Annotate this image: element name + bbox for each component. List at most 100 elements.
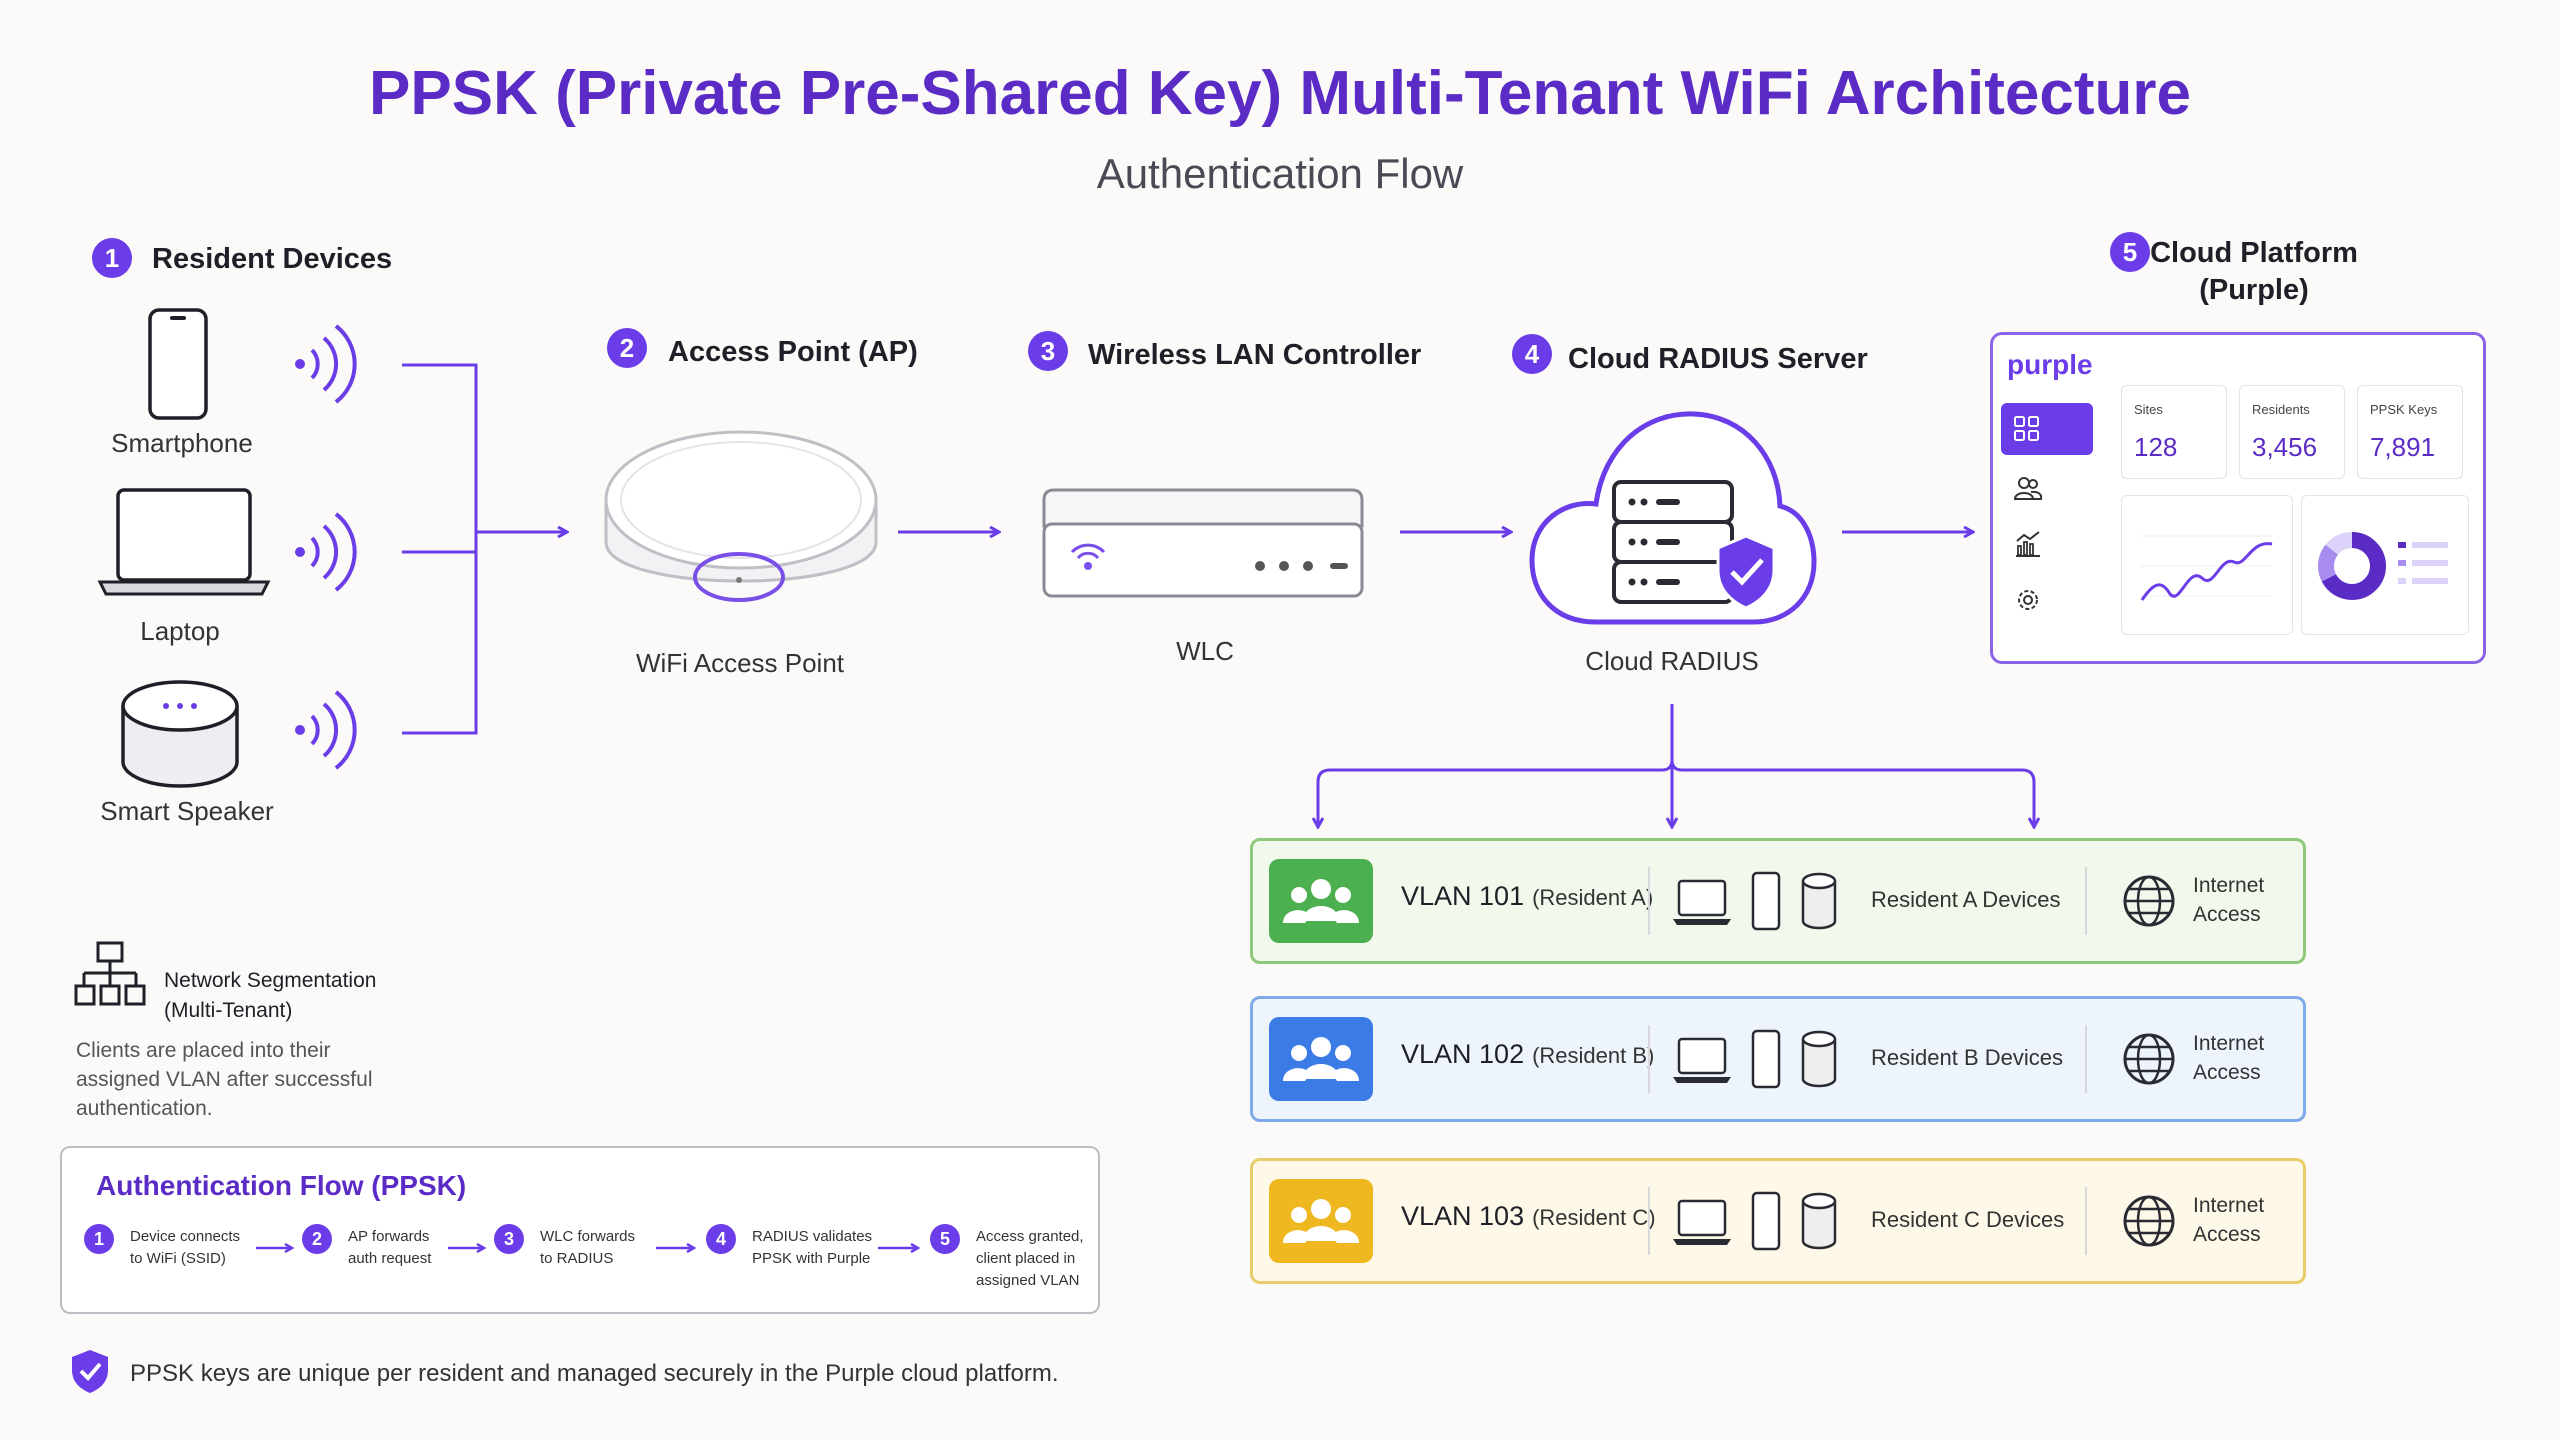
vlan-row-103: VLAN 103(Resident C) Resident C Devices … (1250, 1158, 2306, 1284)
flow-arrows (256, 1148, 1098, 1312)
device-label-smartphone: Smartphone (111, 428, 253, 458)
divider (1648, 867, 1650, 935)
globe-icon (2123, 875, 2175, 927)
internet-label-line1: Internet (2193, 1194, 2265, 1217)
vlan-resident: (Resident B) (1532, 1043, 1655, 1068)
vlan-row-102: VLAN 102(Resident B) Resident B Devices … (1250, 996, 2306, 1122)
flow-step-line: to RADIUS (540, 1250, 614, 1267)
flow-step-badge: 3 (494, 1224, 524, 1254)
vlan-branch-arrows (1318, 704, 2034, 826)
people-group-icon (1283, 879, 1359, 923)
laptop-icon (97, 488, 271, 596)
flow-step-line: WLC forwards (540, 1228, 636, 1245)
vlan-group-icon (1269, 1179, 1373, 1263)
divider (2085, 867, 2087, 935)
divider (2085, 1187, 2087, 1255)
device-bracket (402, 363, 566, 735)
vlan-id: VLAN 102 (1401, 1039, 1525, 1069)
flow-step-line: PPSK with Purple (752, 1250, 871, 1267)
resident-devices-title: Resident Devices (152, 243, 393, 275)
flow-step-badge: 2 (302, 1224, 332, 1254)
shield-check-icon (72, 1350, 108, 1393)
vlan-devices-label: Resident B Devices (1871, 1045, 2063, 1070)
vlan-id: VLAN 103 (1401, 1201, 1525, 1231)
vlan-id: VLAN 101 (1401, 881, 1525, 911)
step-badge-2: 2 (607, 328, 647, 368)
stat-value: 128 (2134, 432, 2178, 462)
device-label-smart-speaker: Smart Speaker (100, 796, 274, 826)
access-point-caption: WiFi Access Point (635, 648, 845, 678)
flow-step-line: RADIUS validates (752, 1228, 873, 1245)
auth-flow-title: Authentication Flow (PPSK) (96, 1170, 467, 1201)
gear-icon[interactable] (2013, 585, 2043, 615)
internet-label-line2: Access (2193, 903, 2261, 926)
vlan-resident: (Resident C) (1532, 1205, 1656, 1230)
stat-value: 7,891 (2370, 432, 2436, 462)
cloud-platform-subtitle: (Purple) (2199, 274, 2309, 306)
people-group-icon (1283, 1199, 1359, 1243)
smartphone-icon (148, 308, 208, 420)
flow-step-badge: 5 (930, 1224, 960, 1254)
internet-label-line1: Internet (2193, 1032, 2265, 1055)
vlan-name: VLAN 103 (Resident C) (1401, 1201, 1656, 1232)
wlc-title: Wireless LAN Controller (1088, 339, 1422, 371)
stat-value: 3,456 (2252, 432, 2318, 462)
step-badge-1: 1 (92, 238, 132, 278)
page-subtitle: Authentication Flow (1096, 150, 1464, 197)
purple-dashboard: purple Sites 128 Residents 3,456 PPSK Ke… (1990, 332, 2486, 664)
grid-icon (2014, 416, 2039, 441)
auth-flow-box: Authentication Flow (PPSK) 1 Device conn… (60, 1146, 1100, 1314)
vlan-group-icon (1269, 1017, 1373, 1101)
segmentation-desc-line1: Clients are placed into their (76, 1039, 331, 1062)
line-chart-widget (2121, 495, 2293, 635)
flow-step-line: assigned VLAN (976, 1272, 1080, 1289)
internet-label-line2: Access (2193, 1223, 2261, 1246)
flow-step-3: WLC forwards to RADIUS (540, 1226, 635, 1270)
donut-chart-widget (2301, 495, 2469, 635)
wlc-device-icon (1042, 488, 1364, 598)
stat-card-ppsk-keys: PPSK Keys 7,891 (2357, 385, 2463, 479)
footer-note: PPSK keys are unique per resident and ma… (130, 1360, 1059, 1387)
stat-label: Residents (2252, 402, 2310, 417)
flow-step-badge: 1 (84, 1224, 114, 1254)
nav-item-dashboard[interactable] (2001, 403, 2093, 455)
flow-step-line: client placed in (976, 1250, 1076, 1267)
flow-step-5: Access granted, client placed in assigned … (976, 1226, 1084, 1292)
segmentation-desc-line2: assigned VLAN after successful (76, 1068, 373, 1091)
wifi-signal-icon (295, 324, 357, 404)
access-point-title: Access Point (AP) (668, 336, 918, 368)
flow-step-line: Access granted, (976, 1228, 1084, 1245)
step-badge-5: 5 (2110, 232, 2150, 272)
trend-line-icon (2140, 535, 2273, 601)
network-hierarchy-icon (74, 941, 146, 1006)
vlan-group-icon (1269, 859, 1373, 943)
vlan-name: VLAN 101(Resident A) (1401, 881, 1653, 912)
dashboard-brand: purple (2007, 349, 2093, 380)
wlc-caption: WLC (1176, 636, 1234, 666)
stat-card-residents: Residents 3,456 (2239, 385, 2345, 479)
flow-step-line: AP forwards (348, 1228, 430, 1245)
server-icon (1612, 480, 1734, 604)
flow-step-line: to WiFi (SSID) (130, 1250, 226, 1267)
vlan-row-101: VLAN 101(Resident A) Resident A Devices … (1250, 838, 2306, 964)
radius-title: Cloud RADIUS Server (1568, 343, 1868, 375)
divider (1648, 1187, 1650, 1255)
shield-check-icon (1716, 534, 1776, 610)
resident-device-icons (1673, 1191, 1837, 1251)
cloud-platform-title: Cloud Platform (2150, 237, 2358, 269)
analytics-icon[interactable] (2013, 529, 2043, 559)
wifi-signal-icon (295, 690, 357, 770)
internet-label-line2: Access (2193, 1061, 2261, 1084)
vlan-devices-label: Resident A Devices (1871, 887, 2061, 912)
vlan-devices-label: Resident C Devices (1871, 1207, 2065, 1232)
flow-step-line: auth request (348, 1250, 432, 1267)
users-icon[interactable] (2013, 473, 2043, 503)
smart-speaker-icon (121, 680, 239, 788)
people-group-icon (1283, 1037, 1359, 1081)
step-badge-4: 4 (1512, 334, 1552, 374)
device-label-laptop: Laptop (140, 616, 220, 646)
